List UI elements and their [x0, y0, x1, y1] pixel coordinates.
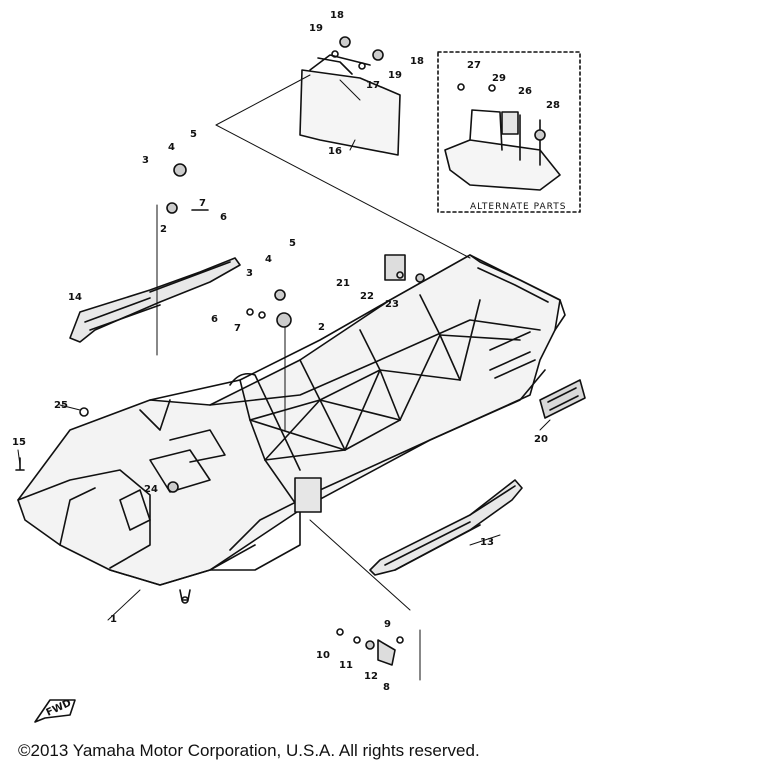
alternate-parts-inset	[437, 51, 581, 213]
callout-4: 4	[265, 254, 272, 265]
callout-24: 24	[144, 484, 158, 495]
callout-9: 9	[384, 619, 391, 630]
callout-2: 2	[160, 224, 167, 235]
plate-16	[299, 54, 401, 156]
emblem-20	[539, 379, 586, 419]
callout-20: 20	[534, 434, 548, 445]
callout-15: 15	[12, 437, 26, 448]
callout-6: 6	[211, 314, 218, 325]
callout-21: 21	[336, 278, 350, 289]
chassis-frame	[17, 254, 566, 601]
callout-8: 8	[383, 682, 390, 693]
callout-1: 1	[110, 614, 117, 625]
hardware-parts	[15, 36, 546, 666]
callout-25: 25	[54, 400, 68, 411]
running-board-14	[69, 257, 241, 343]
callout-6: 6	[220, 212, 227, 223]
fwd-arrow-icon	[34, 699, 76, 723]
callout-12: 12	[364, 671, 378, 682]
callout-4: 4	[168, 142, 175, 153]
callout-14: 14	[68, 292, 82, 303]
callout-7: 7	[199, 198, 206, 209]
callout-2: 2	[318, 322, 325, 333]
callout-7: 7	[234, 323, 241, 334]
callout-11: 11	[339, 660, 353, 671]
alternate-parts-label: ALTERNATE PARTS	[470, 202, 566, 212]
callout-numbers: 1 2 2 3 3 4 4 5 5 6 6 7 7 8 9 10 11 12 1…	[12, 10, 566, 719]
callout-5: 5	[289, 238, 296, 249]
callout-16: 16	[328, 146, 342, 157]
callout-3: 3	[142, 155, 149, 166]
callout-18: 18	[330, 10, 344, 21]
callout-5: 5	[190, 129, 197, 140]
callout-13: 13	[480, 537, 494, 548]
callout-18: 18	[410, 56, 424, 67]
callout-19: 19	[309, 23, 323, 34]
copyright-notice: ©2013 Yamaha Motor Corporation, U.S.A. A…	[18, 741, 480, 760]
callout-22: 22	[360, 291, 374, 302]
callout-29: 29	[492, 73, 506, 84]
callout-27: 27	[467, 60, 481, 71]
callout-26: 26	[518, 86, 532, 97]
callout-23: 23	[385, 299, 399, 310]
callout-3: 3	[246, 268, 253, 279]
callout-10: 10	[316, 650, 330, 661]
callout-17: 17	[366, 80, 380, 91]
running-board-13	[369, 479, 523, 576]
callout-28: 28	[546, 100, 560, 111]
leader-lines	[17, 74, 551, 681]
callout-19: 19	[388, 70, 402, 81]
